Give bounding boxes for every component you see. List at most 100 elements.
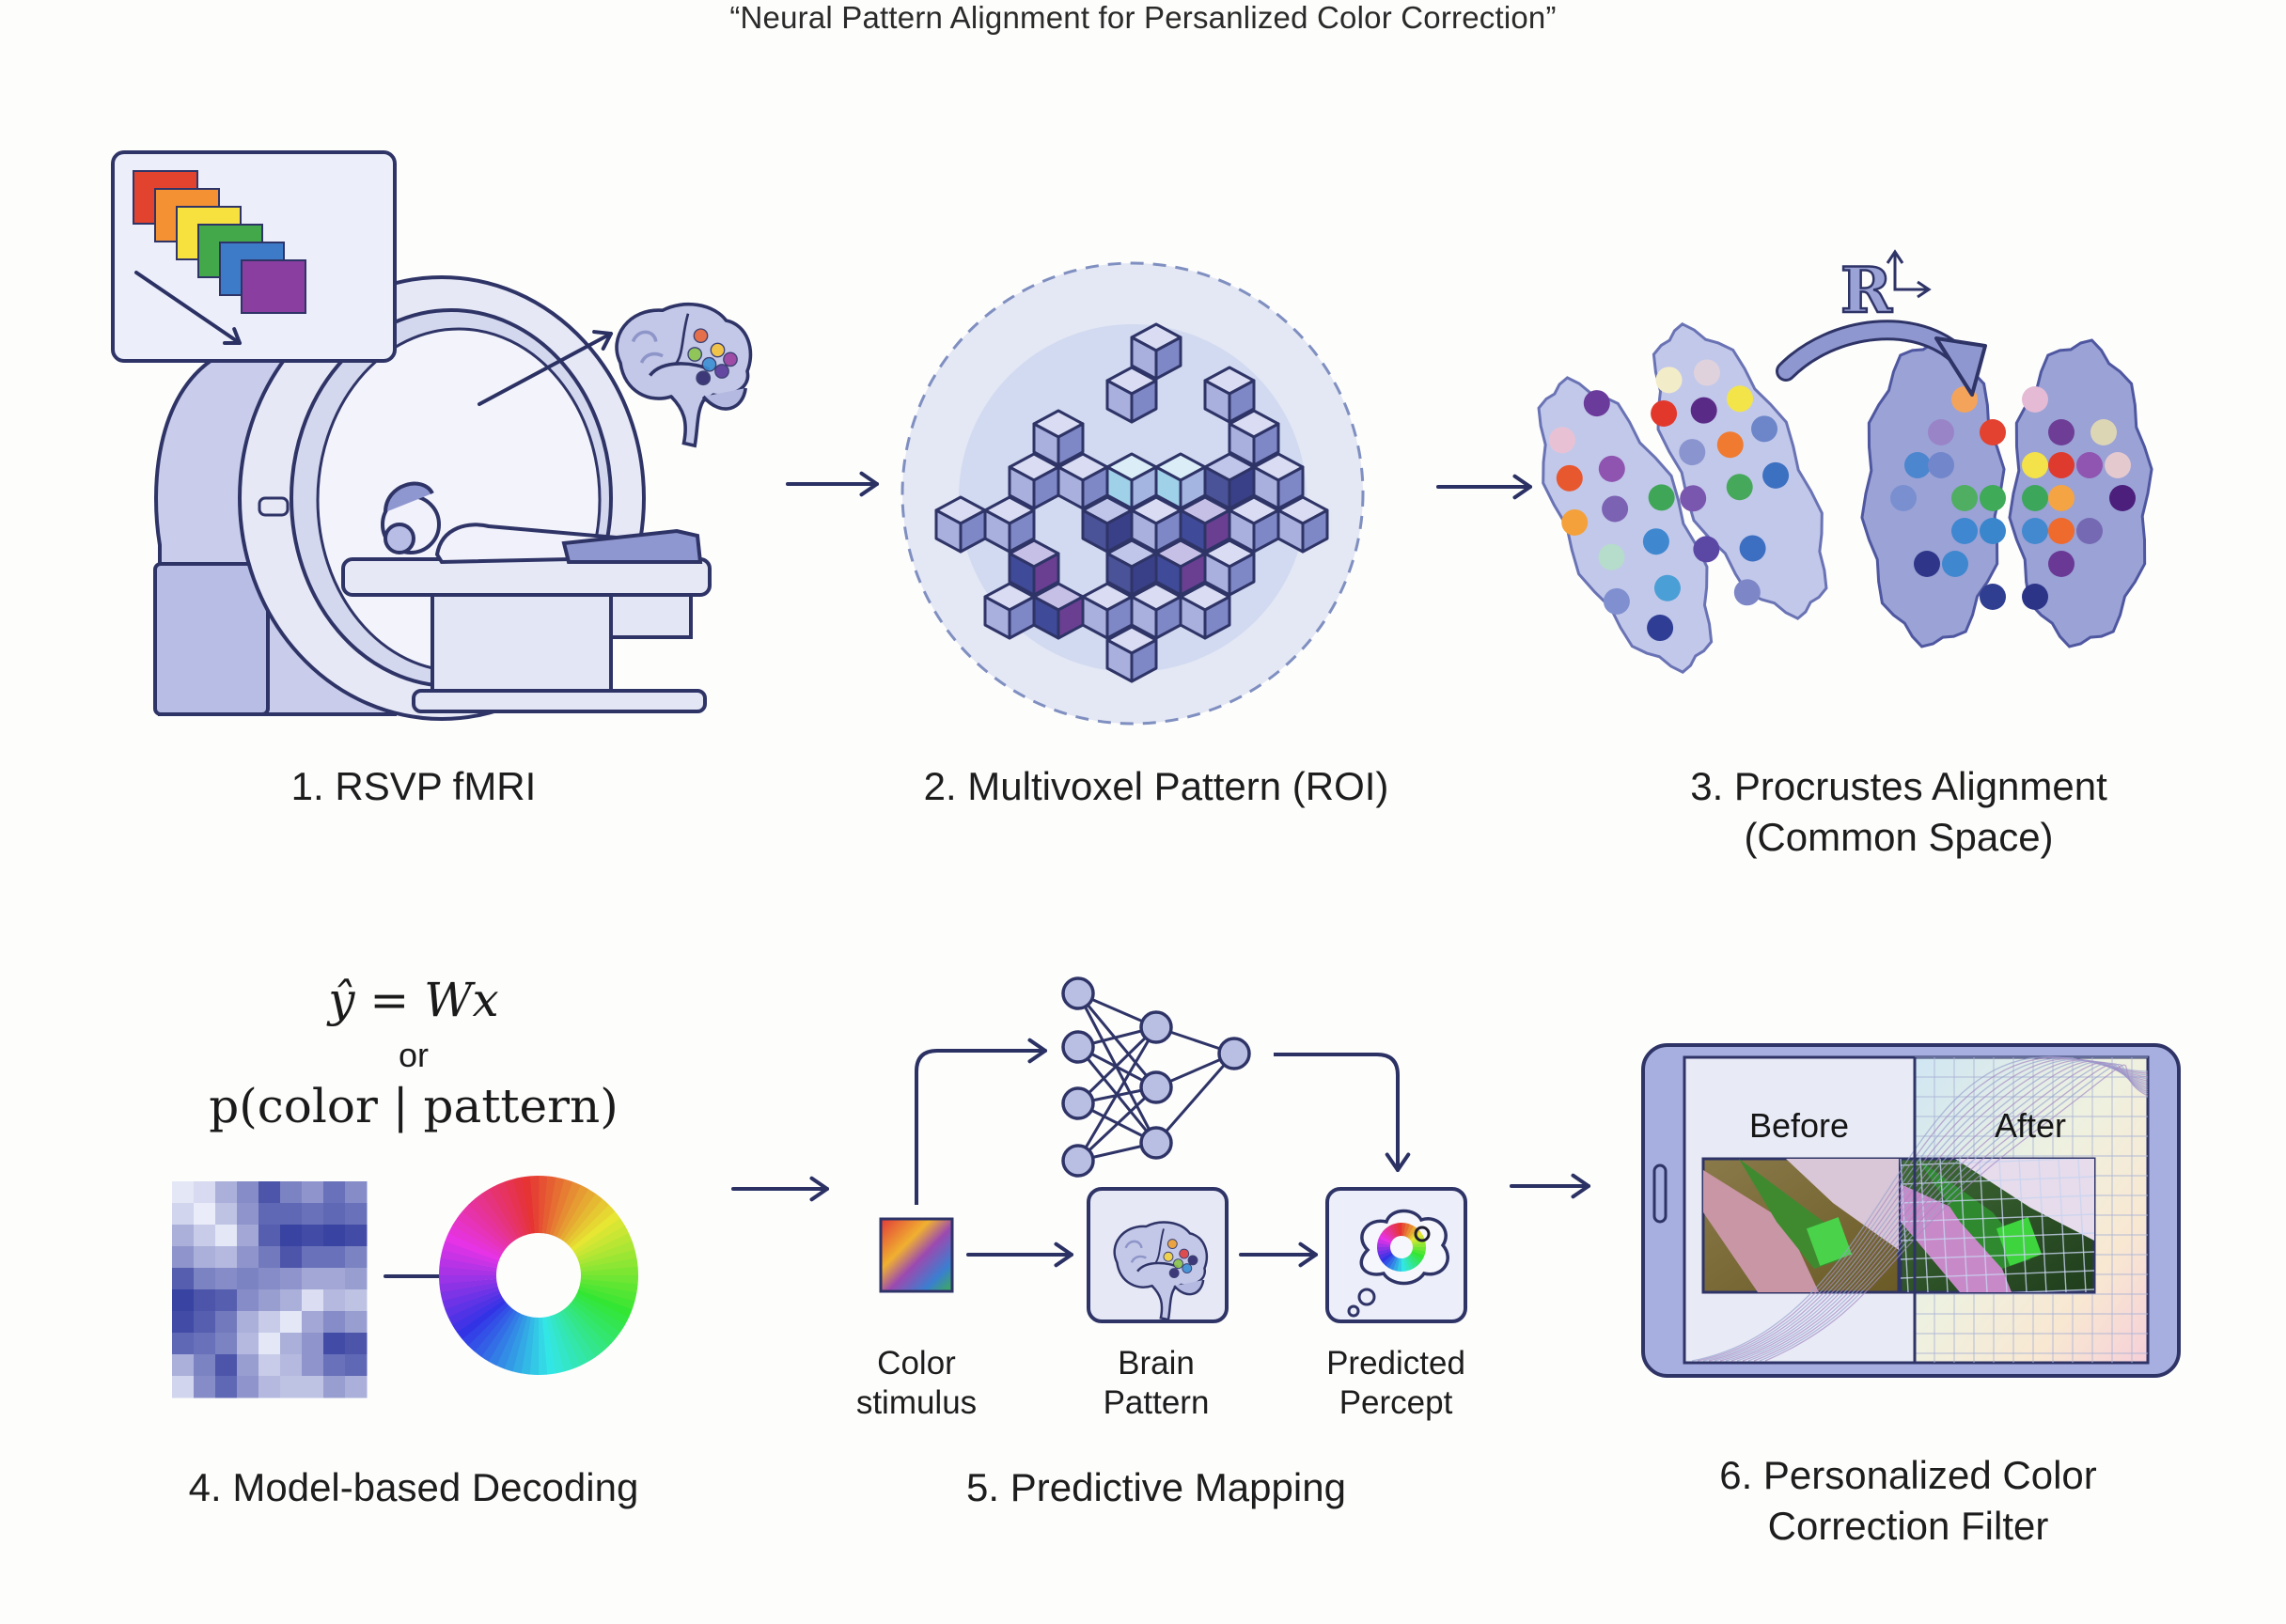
network-edge bbox=[1077, 1045, 1157, 1089]
brain-to-percept-arrow-head bbox=[1298, 1241, 1318, 1268]
voxel-left-face bbox=[1203, 379, 1231, 424]
voxel-right-face bbox=[1228, 552, 1256, 597]
voxel-cube bbox=[983, 495, 1036, 554]
color-wheel-segment bbox=[521, 1176, 536, 1234]
brain-activation-dot bbox=[696, 370, 712, 386]
warp-grid-line bbox=[2038, 1159, 2047, 1292]
voxel-right-face bbox=[1008, 508, 1036, 554]
percept-color-wheel-segment bbox=[1411, 1251, 1425, 1260]
voxel-right-face bbox=[1228, 379, 1256, 424]
network-edge bbox=[1076, 992, 1158, 1144]
voxel-cube bbox=[983, 582, 1036, 640]
color-wheel-segment bbox=[568, 1302, 616, 1347]
brain-activation-dot bbox=[687, 347, 703, 362]
voxel-cube bbox=[1179, 495, 1231, 554]
voxel-top-face bbox=[1179, 582, 1231, 612]
warp-grid-line bbox=[1998, 1159, 2008, 1292]
color-wheel-segment bbox=[579, 1249, 637, 1269]
color-wheel-segment bbox=[562, 1307, 603, 1358]
percept-color-wheel-segment bbox=[1405, 1224, 1415, 1238]
percept-color-wheel-segment bbox=[1386, 1226, 1397, 1239]
voxel-response-dot bbox=[2022, 386, 2048, 413]
heatmap-cell bbox=[258, 1246, 281, 1269]
network-edge bbox=[1077, 1141, 1157, 1163]
percept-color-wheel-segment bbox=[1410, 1253, 1423, 1264]
voxel-right-face bbox=[1130, 379, 1158, 424]
warp-grid-line bbox=[1939, 1159, 1949, 1292]
left-hemisphere-before bbox=[1537, 376, 1714, 674]
node-label-predicted-percept: Predicted Percept bbox=[1278, 1344, 1513, 1423]
color-wheel-segment bbox=[541, 1176, 556, 1234]
voxel-cube bbox=[1228, 495, 1280, 554]
voxel-left-face bbox=[1057, 465, 1085, 510]
petal bbox=[1703, 1170, 1819, 1292]
color-transform-curve bbox=[1714, 1058, 2149, 1362]
color-wheel-segment bbox=[559, 1189, 597, 1241]
warp-grid-line bbox=[1900, 1213, 2094, 1223]
mri-table-side bbox=[609, 593, 693, 639]
left-hemisphere-after bbox=[1860, 338, 2006, 648]
brain-activation-dot bbox=[1166, 1239, 1178, 1249]
right-hemisphere-before bbox=[1652, 322, 1828, 620]
voxel-right-face bbox=[1276, 465, 1305, 510]
rsvp-color-square bbox=[176, 206, 242, 260]
heatmap-cell bbox=[194, 1333, 216, 1355]
rsvp-color-square bbox=[241, 259, 306, 314]
heatmap-cell bbox=[323, 1246, 346, 1269]
mri-bore bbox=[316, 327, 602, 673]
voxel-response-dot bbox=[1655, 367, 1683, 394]
voxel-right-face bbox=[1154, 508, 1182, 554]
node-label-line: Predicted bbox=[1326, 1345, 1465, 1382]
stimulus-to-brain-arrow-head bbox=[1054, 1241, 1073, 1268]
warp-grid-line bbox=[2098, 1159, 2106, 1292]
voxel-cube bbox=[1203, 452, 1256, 510]
voxel-response-dot bbox=[1980, 485, 2006, 511]
percept-color-wheel-segment bbox=[1397, 1257, 1401, 1272]
heatmap-cell bbox=[323, 1181, 346, 1204]
voxel-right-face bbox=[1057, 422, 1085, 467]
color-wheel-segment bbox=[440, 1249, 498, 1269]
network-edge bbox=[1076, 1085, 1158, 1163]
voxel-response-dot bbox=[2048, 419, 2075, 445]
color-wheel-segment bbox=[439, 1257, 497, 1273]
formula-linear-model: ŷ = Wx bbox=[328, 973, 499, 1027]
heatmap-cell bbox=[302, 1354, 324, 1377]
color-transform-curve bbox=[1702, 1057, 2149, 1362]
heatmap-cell bbox=[237, 1246, 259, 1269]
heatmap-cell bbox=[345, 1203, 368, 1226]
network-to-percept-arrow-head bbox=[1385, 1152, 1411, 1172]
flow-arrow-5-to-6-head bbox=[1571, 1173, 1590, 1199]
heatmap-cell bbox=[345, 1268, 368, 1290]
network-edge bbox=[1155, 1025, 1235, 1055]
color-wheel-segment bbox=[576, 1233, 633, 1261]
heatmap-cell bbox=[280, 1333, 303, 1355]
voxel-response-dot bbox=[1951, 518, 1978, 544]
voxel-right-face bbox=[1105, 508, 1134, 554]
heatmap-cell bbox=[258, 1333, 281, 1355]
warp-grid-line bbox=[1900, 1232, 2094, 1241]
voxel-response-dot bbox=[2048, 452, 2075, 478]
rotation-arrow-fill bbox=[1778, 322, 1967, 379]
stem bbox=[1739, 1159, 1842, 1269]
stage-label-6-line2: Correction Filter bbox=[1767, 1504, 2049, 1548]
voxel-right-face bbox=[1105, 595, 1134, 640]
voxel-cube bbox=[1252, 452, 1305, 510]
stage-label-2: 2. Multivoxel Pattern (ROI) bbox=[923, 764, 1389, 808]
voxel-response-dot bbox=[1679, 439, 1706, 466]
color-transform-curve bbox=[1708, 1058, 2149, 1362]
stage-label-5: 5. Predictive Mapping bbox=[966, 1465, 1346, 1509]
warp-grid-line bbox=[1979, 1159, 1988, 1292]
voxel-right-face bbox=[1081, 465, 1109, 510]
brain-activation-dot bbox=[723, 351, 738, 367]
voxel-response-dot bbox=[1690, 397, 1717, 424]
scan-to-brain-arrow-head bbox=[592, 330, 613, 351]
voxel-response-dot bbox=[2022, 518, 2048, 544]
heatmap-cell bbox=[258, 1203, 281, 1226]
voxel-response-dot bbox=[2105, 452, 2131, 478]
voxel-cube bbox=[1032, 582, 1085, 640]
voxel-right-face bbox=[1203, 595, 1231, 640]
voxel-left-face bbox=[934, 508, 963, 554]
node-label-line: stimulus bbox=[855, 1384, 978, 1421]
color-wheel-segment bbox=[480, 1309, 518, 1362]
stage-label-3-line2: (Common Space) bbox=[1744, 815, 2054, 859]
